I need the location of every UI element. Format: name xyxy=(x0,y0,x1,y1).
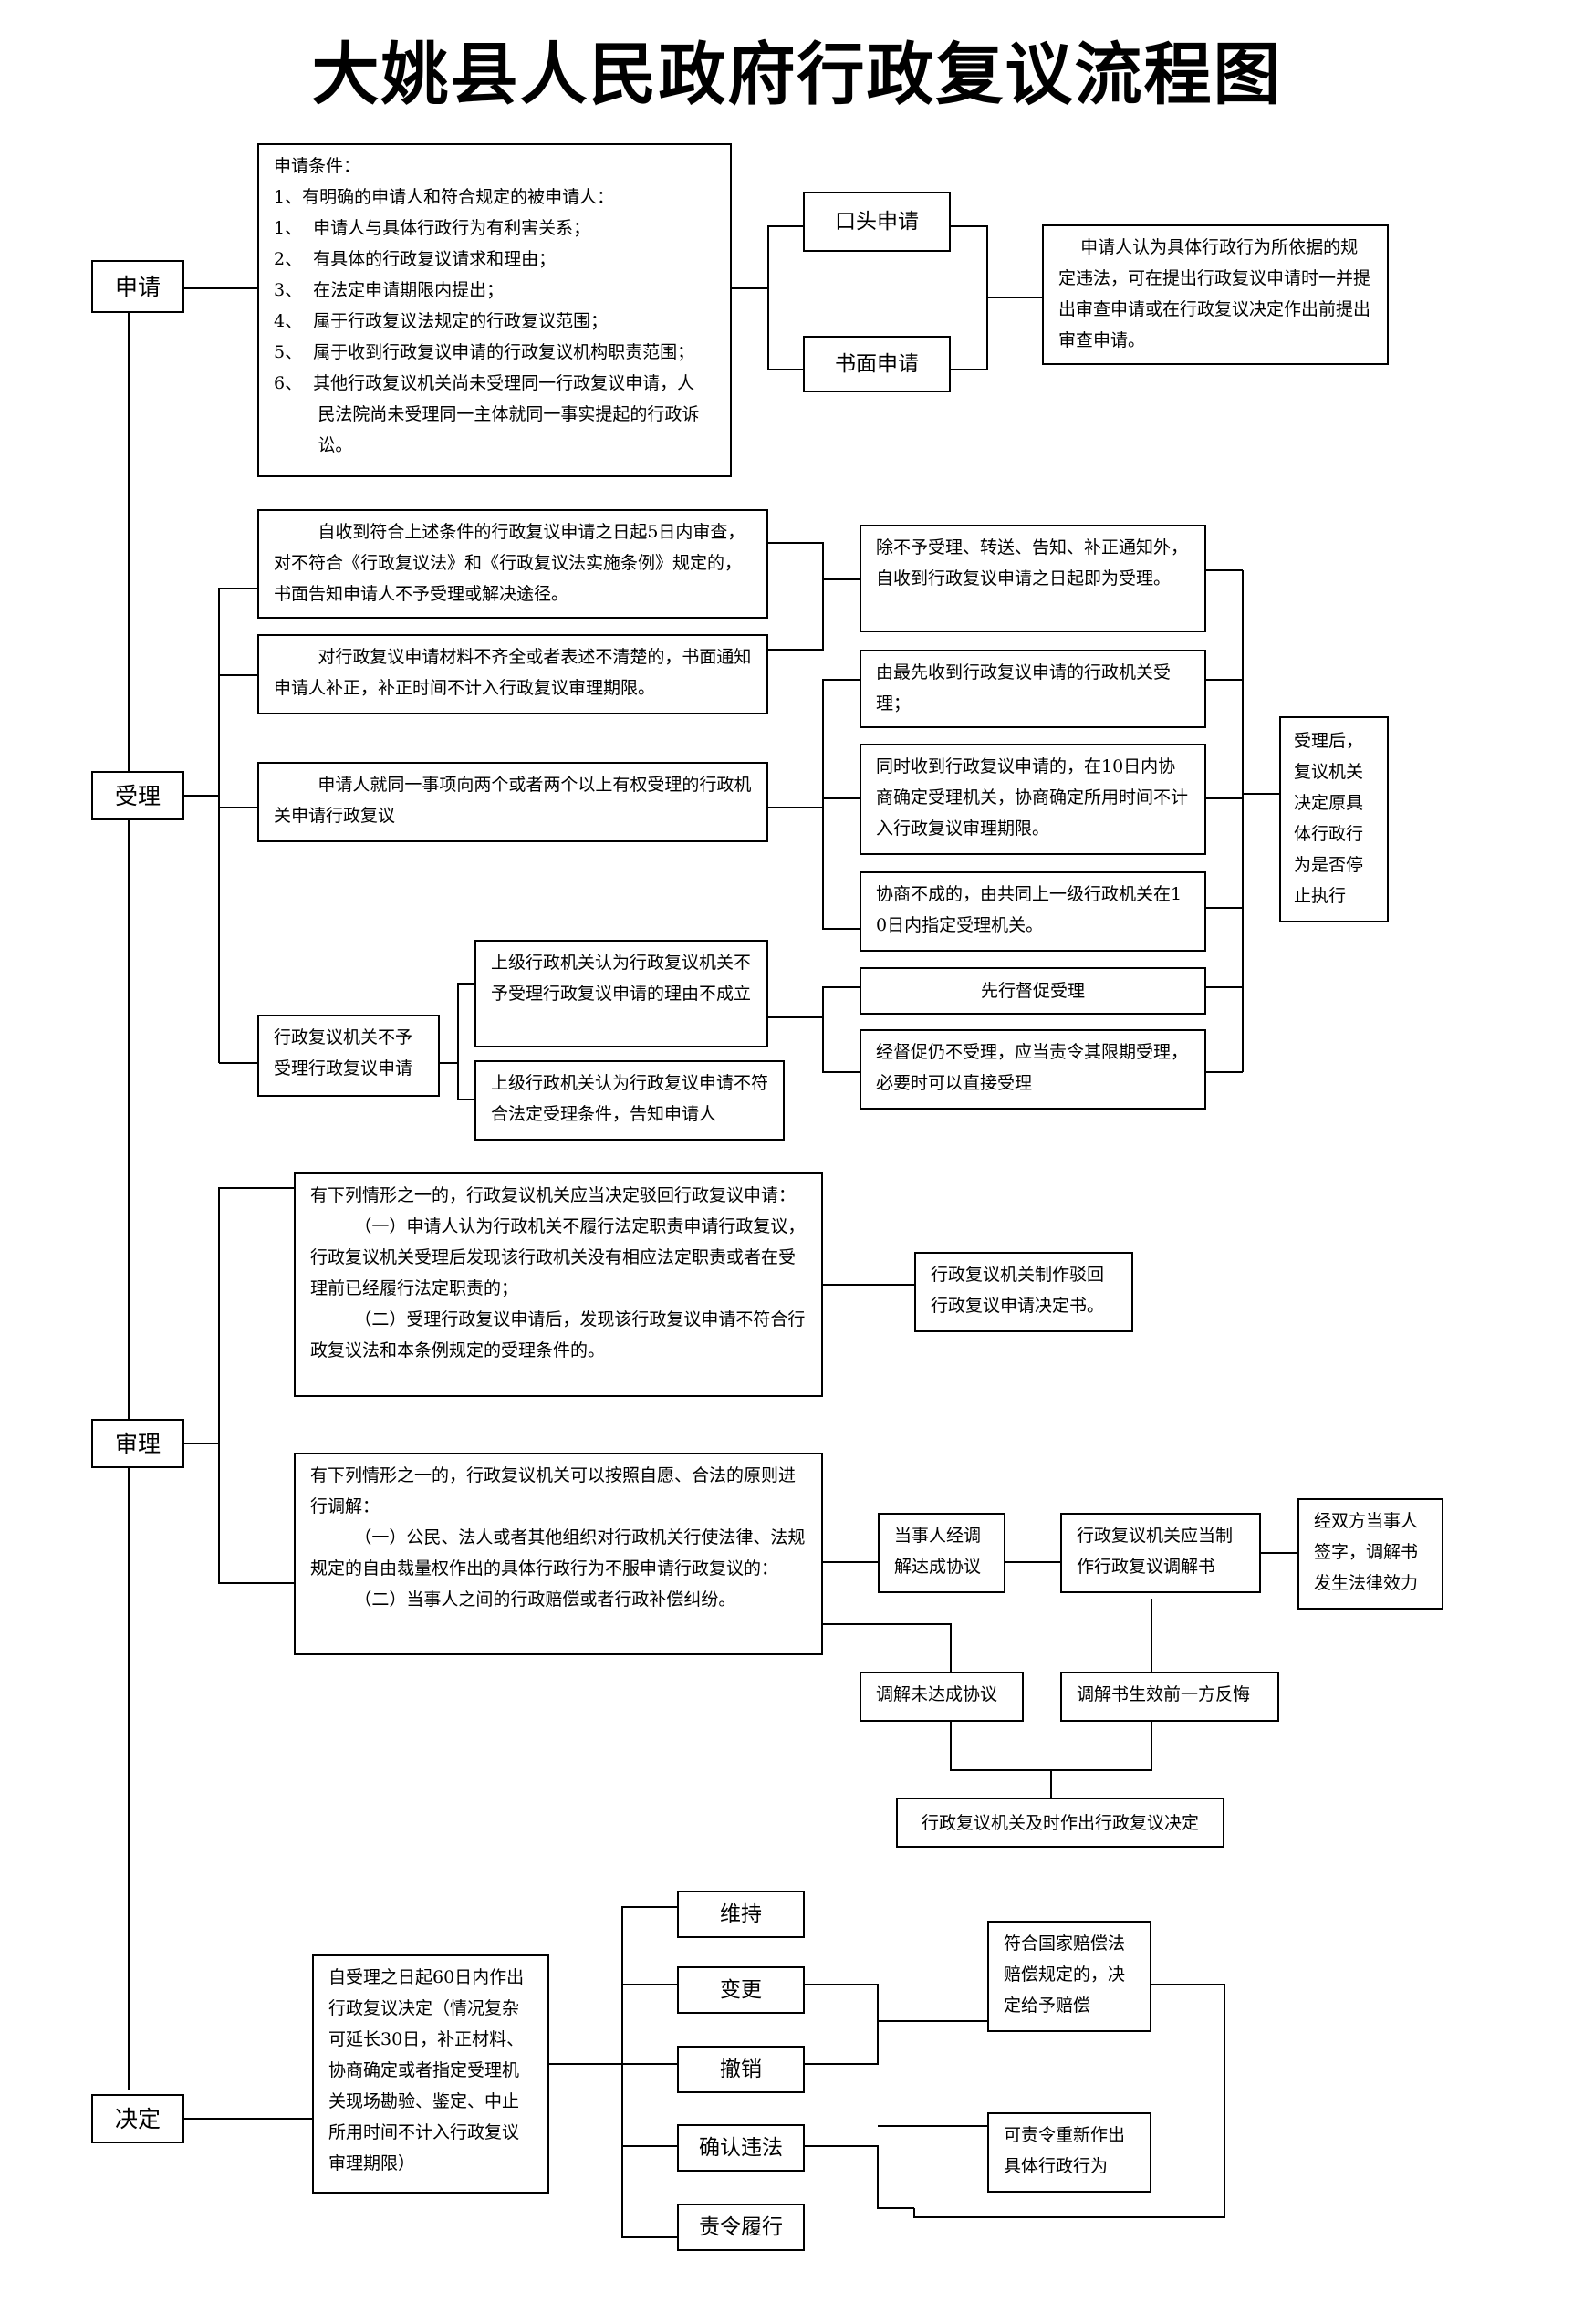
reject-conditions: 有下列情形之一的，行政复议机关应当决定驳回行政复议申请： （一）申请人认为行政机… xyxy=(294,1172,823,1397)
mediation-agreement: 当事人经调解达成协议 xyxy=(878,1513,1005,1593)
first-receiver: 由最先收到行政复议申请的行政机关受理； xyxy=(860,650,1206,728)
timely-decision: 行政复议机关及时作出行政复议决定 xyxy=(896,1798,1224,1848)
upper-reason-invalid: 上级行政机关认为行政复议机关不予受理行政复议申请的理由不成立 xyxy=(474,940,768,1047)
stage-apply: 申请 xyxy=(91,260,184,313)
outcome-revoke: 撤销 xyxy=(677,2046,805,2093)
order-acceptance: 经督促仍不受理，应当责令其限期受理，必要时可以直接受理 xyxy=(860,1029,1206,1110)
multiple-agencies: 申请人就同一事项向两个或者两个以上有权受理的行政机关申请行政复议 xyxy=(257,762,768,842)
mediation-failed: 调解未达成协议 xyxy=(860,1672,1024,1722)
review-request-note: 申请人认为具体行政行为所依据的规定违法，可在提出行政复议申请时一并提出审查申请或… xyxy=(1042,224,1389,365)
upper-notify-applicant: 上级行政机关认为行政复议申请不符合法定受理条件，告知申请人 xyxy=(474,1060,785,1141)
acceptance-date: 除不予受理、转送、告知、补正通知外，自收到行政复议申请之日起即为受理。 xyxy=(860,525,1206,632)
oral-application: 口头申请 xyxy=(803,192,951,252)
state-compensation: 符合国家赔偿法赔偿规定的，决定给予赔偿 xyxy=(987,1921,1151,2032)
stage-review: 审理 xyxy=(91,1419,184,1468)
outcome-order-perform: 责令履行 xyxy=(677,2204,805,2251)
written-application: 书面申请 xyxy=(803,336,951,392)
decision-within-60-days: 自受理之日起60日内作出行政复议决定（情况复杂可延长30日，补正材料、协商确定或… xyxy=(312,1954,549,2194)
apply-conditions: 申请条件： 1、有明确的申请人和符合规定的被申请人： 1、 申请人与具体行政行为… xyxy=(257,143,732,477)
outcome-change: 变更 xyxy=(677,1966,805,2014)
suspend-execution: 受理后，复议机关决定原具体行政行为是否停止执行 xyxy=(1279,716,1389,922)
negotiation-failed: 协商不成的，由共同上一级行政机关在10日内指定受理机关。 xyxy=(860,871,1206,952)
urge-acceptance: 先行督促受理 xyxy=(860,967,1206,1015)
outcome-confirm-illegal: 确认违法 xyxy=(677,2124,805,2172)
legal-effect: 经双方当事人签字，调解书发生法律效力 xyxy=(1297,1498,1443,1610)
reject-decision-doc: 行政复议机关制作驳回行政复议申请决定书。 xyxy=(914,1252,1133,1332)
mediation-conditions: 有下列情形之一的，行政复议机关可以按照自愿、合法的原则进行调解： （一）公民、法… xyxy=(294,1453,823,1655)
stage-accept: 受理 xyxy=(91,771,184,820)
stage-decide: 决定 xyxy=(91,2094,184,2143)
outcome-maintain: 维持 xyxy=(677,1891,805,1938)
refuse-acceptance: 行政复议机关不予受理行政复议申请 xyxy=(257,1015,440,1097)
review-within-5-days: 自收到符合上述条件的行政复议申请之日起5日内审查，对不符合《行政复议法》和《行政… xyxy=(257,509,768,619)
party-repents: 调解书生效前一方反悔 xyxy=(1060,1672,1279,1722)
simultaneous-receipt: 同时收到行政复议申请的，在10日内协商确定受理机关，协商确定所用时间不计入行政复… xyxy=(860,744,1206,855)
supplement-materials: 对行政复议申请材料不齐全或者表述不清楚的，书面通知申请人补正，补正时间不计入行政… xyxy=(257,634,768,714)
mediation-document: 行政复议机关应当制作行政复议调解书 xyxy=(1060,1513,1261,1593)
page-title: 大姚县人民政府行政复议流程图 xyxy=(311,36,1283,114)
order-redo-action: 可责令重新作出具体行政行为 xyxy=(987,2112,1151,2193)
